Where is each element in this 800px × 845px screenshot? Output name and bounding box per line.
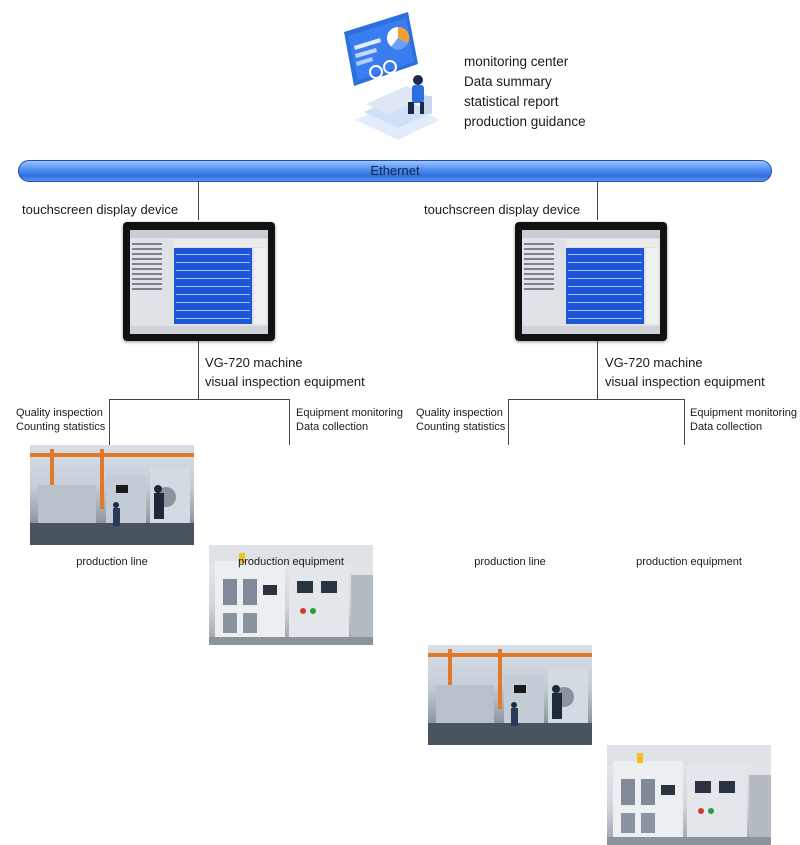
- equipment-model-label-1: VG-720 machine: [205, 355, 303, 370]
- statistical-report-label: statistical report: [464, 94, 559, 109]
- production-line-photo-2: [428, 645, 592, 745]
- right-function-label-1: Equipment monitoring Data collection: [296, 406, 403, 434]
- quality-inspection-label-2: Quality inspection: [416, 407, 503, 419]
- equipment-label-1: VG-720 machine visual inspection equipme…: [205, 353, 365, 391]
- quality-inspection-label-1: Quality inspection: [16, 407, 103, 419]
- counting-statistics-label-1: Counting statistics: [16, 421, 106, 433]
- person-at-desk-icon: [408, 75, 432, 114]
- data-collection-label-2: Data collection: [690, 421, 763, 433]
- equipment-monitoring-label-1: Equipment monitoring: [296, 407, 404, 419]
- left-function-label-1: Quality inspection Counting statistics: [16, 406, 105, 434]
- counting-statistics-label-2: Counting statistics: [416, 421, 506, 433]
- touchscreen-display-device-2: [515, 222, 667, 341]
- equipment-model-label-2: VG-720 machine: [605, 355, 703, 370]
- production-equipment-photo-2: [607, 745, 771, 845]
- monitoring-center-title: monitoring center: [464, 54, 569, 69]
- production-equipment-caption-1: production equipment: [238, 556, 344, 568]
- split-line-2: [508, 399, 684, 400]
- bus-drop-line-1: [198, 182, 199, 220]
- left-drop-line-2: [508, 399, 509, 445]
- data-collection-label-1: Data collection: [296, 421, 369, 433]
- pie-chart-icon: [387, 26, 410, 50]
- production-line-caption-2: production line: [474, 556, 546, 568]
- device-screen-2: [522, 230, 660, 334]
- device-drop-line-1: [198, 341, 199, 399]
- right-drop-line-1: [289, 399, 290, 445]
- equipment-label-2: VG-720 machine visual inspection equipme…: [605, 353, 765, 391]
- data-summary-label: Data summary: [464, 74, 552, 89]
- equipment-monitoring-label-2: Equipment monitoring: [690, 407, 798, 419]
- display-device-label-1: touchscreen display device: [22, 202, 179, 217]
- equipment-type-label-2: visual inspection equipment: [605, 374, 765, 389]
- production-equipment-caption-2: production equipment: [636, 556, 742, 568]
- equipment-type-label-1: visual inspection equipment: [205, 374, 365, 389]
- display-device-label-2: touchscreen display device: [424, 202, 581, 217]
- ethernet-label: Ethernet: [370, 163, 420, 178]
- split-line-1: [109, 399, 289, 400]
- device-drop-line-2: [597, 341, 598, 399]
- monitoring-center-illustration: [336, 12, 446, 142]
- left-drop-line-1: [109, 399, 110, 445]
- monitoring-workstation-icon: [344, 12, 440, 140]
- right-drop-line-2: [684, 399, 685, 445]
- production-guidance-label: production guidance: [464, 114, 586, 129]
- monitoring-center-labels: monitoring center Data summary statistic…: [464, 52, 586, 132]
- device-screen-1: [130, 230, 268, 334]
- bus-drop-line-2: [597, 182, 598, 220]
- production-line-photo-1: [30, 445, 194, 545]
- touchscreen-display-device-1: [123, 222, 275, 341]
- left-function-label-2: Quality inspection Counting statistics: [416, 406, 505, 434]
- production-line-caption-1: production line: [76, 556, 148, 568]
- ethernet-bus: Ethernet: [18, 160, 772, 182]
- right-function-label-2: Equipment monitoring Data collection: [690, 406, 797, 434]
